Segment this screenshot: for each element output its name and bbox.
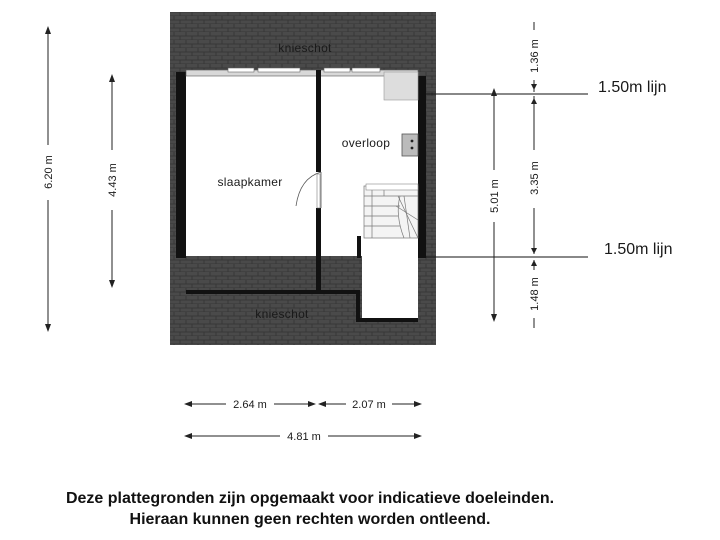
right-wall: [418, 76, 426, 258]
disclaimer-line-2: Hieraan kunnen geen rechten worden ontle…: [129, 511, 491, 528]
dim-overloop-depth: 5.01 m: [489, 179, 501, 213]
dim-width-left: 2.64 m: [233, 399, 267, 411]
window-left: [227, 67, 255, 73]
appliance-box: [401, 133, 419, 157]
room-overloop: overloop: [342, 136, 390, 150]
dividing-wall-lower: [316, 208, 321, 292]
dim-width-total: 4.81 m: [287, 431, 321, 443]
room-knieschot-bottom: knieschot: [255, 307, 309, 321]
dim-slaapkamer-depth: 4.43 m: [107, 163, 119, 197]
stair-railing-post: [357, 236, 361, 258]
lower-150-label: 1.50m lijn: [604, 241, 672, 258]
upper-150-label: 1.50m lijn: [598, 79, 666, 96]
dim-width-right: 2.07 m: [352, 399, 386, 411]
room-knieschot-top: knieschot: [278, 41, 332, 55]
knieschot-wall: [186, 290, 358, 294]
dormer-box: [383, 71, 419, 101]
door-swing: [295, 171, 322, 208]
window-mid-left: [257, 67, 301, 73]
door-leaf: [316, 173, 321, 209]
stair-top-step: [365, 183, 419, 191]
dim-right-bottom: 1.48 m: [529, 277, 541, 311]
room-slaapkamer: slaapkamer: [217, 175, 282, 189]
top-wall: [185, 69, 419, 77]
window-mid-right: [323, 67, 351, 73]
disclaimer-line-1: Deze plattegronden zijn opgemaakt voor i…: [65, 490, 555, 507]
landing-wall-left: [356, 290, 360, 320]
dim-right-top: 1.36 m: [529, 39, 541, 73]
dividing-wall-upper: [316, 70, 321, 172]
staircase: [363, 185, 419, 239]
floor-plan: knieschot knieschot slaapkamer overloop …: [43, 12, 672, 443]
window-right: [351, 67, 381, 73]
dim-right-middle: 3.35 m: [529, 161, 541, 195]
landing-wall-bottom: [356, 318, 418, 322]
dim-total-depth: 6.20 m: [43, 155, 55, 189]
stair-landing-floor: [362, 256, 418, 318]
disclaimer: Deze plattegronden zijn opgemaakt voor i…: [0, 488, 620, 530]
left-wall: [176, 72, 186, 258]
